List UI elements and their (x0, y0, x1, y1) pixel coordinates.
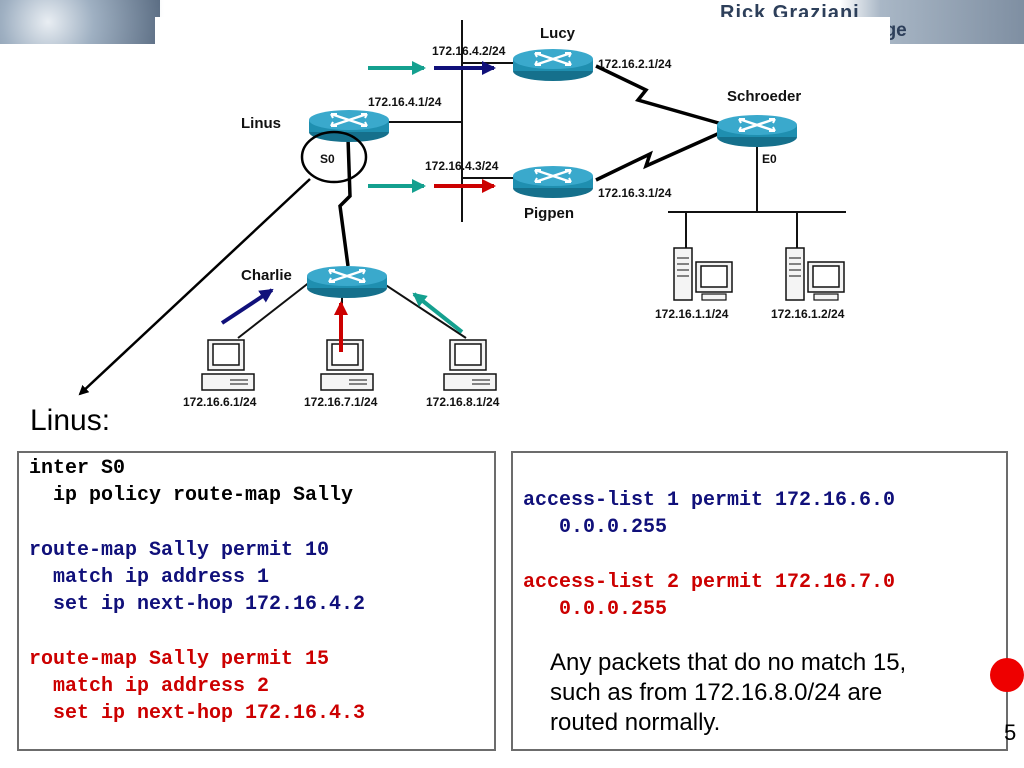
router-pigpen (511, 164, 595, 200)
blue-arrow-from-host-6 (220, 288, 274, 325)
addr-host-2: 172.16.1.2/24 (771, 307, 845, 321)
config-heading: Linus: (30, 404, 111, 437)
red-indicator-dot (990, 658, 1024, 692)
addr-pigpen-lan: 172.16.4.3/24 (425, 159, 499, 173)
page-number: 5 (1004, 720, 1017, 745)
interface-e0-label: E0 (762, 152, 777, 166)
pc-host-7 (320, 339, 374, 391)
config-line-interface: inter S0 (29, 457, 126, 480)
router-label-linus: Linus (241, 115, 281, 132)
route-map-config-box: inter S0 ip policy route-map Sally route… (17, 451, 496, 751)
router-label-lucy: Lucy (540, 25, 576, 42)
config-line-next-hop-pigpen: set ip next-hop 172.16.4.3 (29, 702, 366, 725)
router-charlie (305, 264, 389, 300)
routing-note: Any packets that do no match 15, such as… (550, 649, 907, 736)
acl-1-wildcard: 0.0.0.255 (523, 516, 668, 539)
pointer-arrow (78, 178, 311, 396)
access-list-config-box: access-list 1 permit 172.16.6.0 0.0.0.25… (511, 451, 1008, 751)
addr-host-8: 172.16.8.1/24 (426, 395, 500, 409)
acl-1-line: access-list 1 permit 172.16.6.0 (523, 489, 896, 512)
server-host-2 (785, 247, 845, 301)
config-line-policy: ip policy route-map Sally (29, 484, 354, 507)
router-label-charlie: Charlie (241, 267, 292, 284)
addr-pigpen-serial: 172.16.3.1/24 (598, 186, 672, 200)
addr-linus-lan: 172.16.4.1/24 (368, 95, 442, 109)
s0-highlight-circle (300, 130, 368, 184)
router-lucy (511, 47, 595, 83)
diagram-backdrop (155, 17, 890, 45)
drop-host-8 (377, 279, 467, 339)
network-diagram: Lucy 172.16.4.2/24 172.16.2.1/24 Schroed… (78, 20, 846, 409)
addr-host-6: 172.16.6.1/24 (183, 395, 257, 409)
addr-lucy-lan: 172.16.4.2/24 (432, 44, 506, 58)
acl-2-wildcard: 0.0.0.255 (523, 598, 668, 621)
config-line-match-2: match ip address 2 (29, 675, 270, 698)
teal-arrow-from-host-8 (412, 292, 464, 334)
serial-pigpen-schroeder (595, 130, 723, 182)
config-line-route-map-15: route-map Sally permit 15 (29, 648, 330, 671)
acl-2-line: access-list 2 permit 172.16.7.0 (523, 571, 896, 594)
router-label-pigpen: Pigpen (524, 205, 574, 222)
banner-photo (0, 0, 160, 44)
pc-host-8 (443, 339, 497, 391)
config-line-route-map-10: route-map Sally permit 10 (29, 539, 330, 562)
serial-linus-charlie (338, 137, 352, 267)
router-label-schroeder: Schroeder (727, 88, 801, 105)
addr-lucy-serial: 172.16.2.1/24 (598, 57, 672, 71)
serial-lucy-schroeder (595, 64, 723, 126)
interface-s0-label: S0 (320, 152, 335, 166)
server-host-1 (673, 247, 733, 301)
config-line-match-1: match ip address 1 (29, 566, 270, 589)
pc-host-6 (201, 339, 255, 391)
drop-host-6 (237, 277, 316, 339)
addr-host-7: 172.16.7.1/24 (304, 395, 378, 409)
router-schroeder (715, 113, 799, 149)
router-linus (307, 108, 391, 144)
config-line-next-hop-lucy: set ip next-hop 172.16.4.2 (29, 593, 366, 616)
addr-host-1: 172.16.1.1/24 (655, 307, 729, 321)
